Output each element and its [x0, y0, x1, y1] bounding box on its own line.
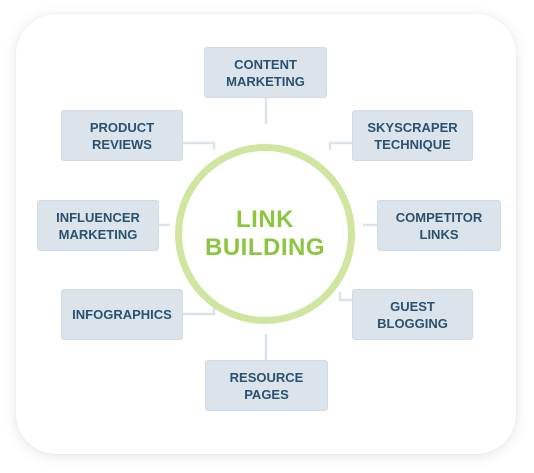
node-product-reviews: PRODUCT REVIEWS: [61, 110, 183, 161]
node-influencer-marketing: INFLUENCER MARKETING: [37, 200, 159, 251]
node-label-line-1: INFOGRAPHICS: [72, 307, 172, 322]
node-infographics: INFOGRAPHICS: [61, 289, 183, 340]
connector-infographics: [183, 306, 216, 316]
connector-skyscraper-technique: [328, 141, 352, 150]
center-title-line-1: LINK: [236, 206, 294, 233]
node-label-line-2: TECHNIQUE: [374, 136, 451, 152]
node-label-line-1: CONTENT: [234, 56, 297, 72]
node-skyscraper-technique: SKYSCRAPER TECHNIQUE: [352, 110, 473, 161]
node-label-line-1: PRODUCT: [89, 119, 155, 135]
connector-product-reviews: [183, 141, 216, 150]
node-label-line-2: MARKETING: [58, 226, 138, 242]
node-label-line-2: BLOGGING: [377, 315, 448, 331]
node-label-line-2: PAGES: [244, 386, 289, 402]
connector-guest-blogging: [338, 292, 352, 302]
node-label-line-1: GUEST: [390, 298, 435, 314]
link-building-circle: LINK BUILDING: [175, 144, 355, 324]
node-guest-blogging: GUEST BLOGGING: [352, 289, 473, 340]
node-label-line-1: RESOURCE: [229, 369, 304, 385]
node-label-line-1: SKYSCRAPER: [367, 119, 458, 135]
node-content-marketing: CONTENT MARKETING: [204, 47, 327, 98]
node-label-line-2: LINKS: [419, 226, 459, 242]
center-title-line-2: BUILDING: [205, 234, 325, 261]
node-label-line-1: COMPETITOR: [395, 209, 483, 225]
node-resource-pages: RESOURCE PAGES: [205, 360, 328, 411]
node-label-line-1: INFLUENCER: [56, 209, 140, 225]
node-competitor-links: COMPETITOR LINKS: [377, 200, 501, 251]
node-label-line-2: REVIEWS: [92, 136, 152, 152]
node-label-line-2: MARKETING: [226, 73, 305, 89]
